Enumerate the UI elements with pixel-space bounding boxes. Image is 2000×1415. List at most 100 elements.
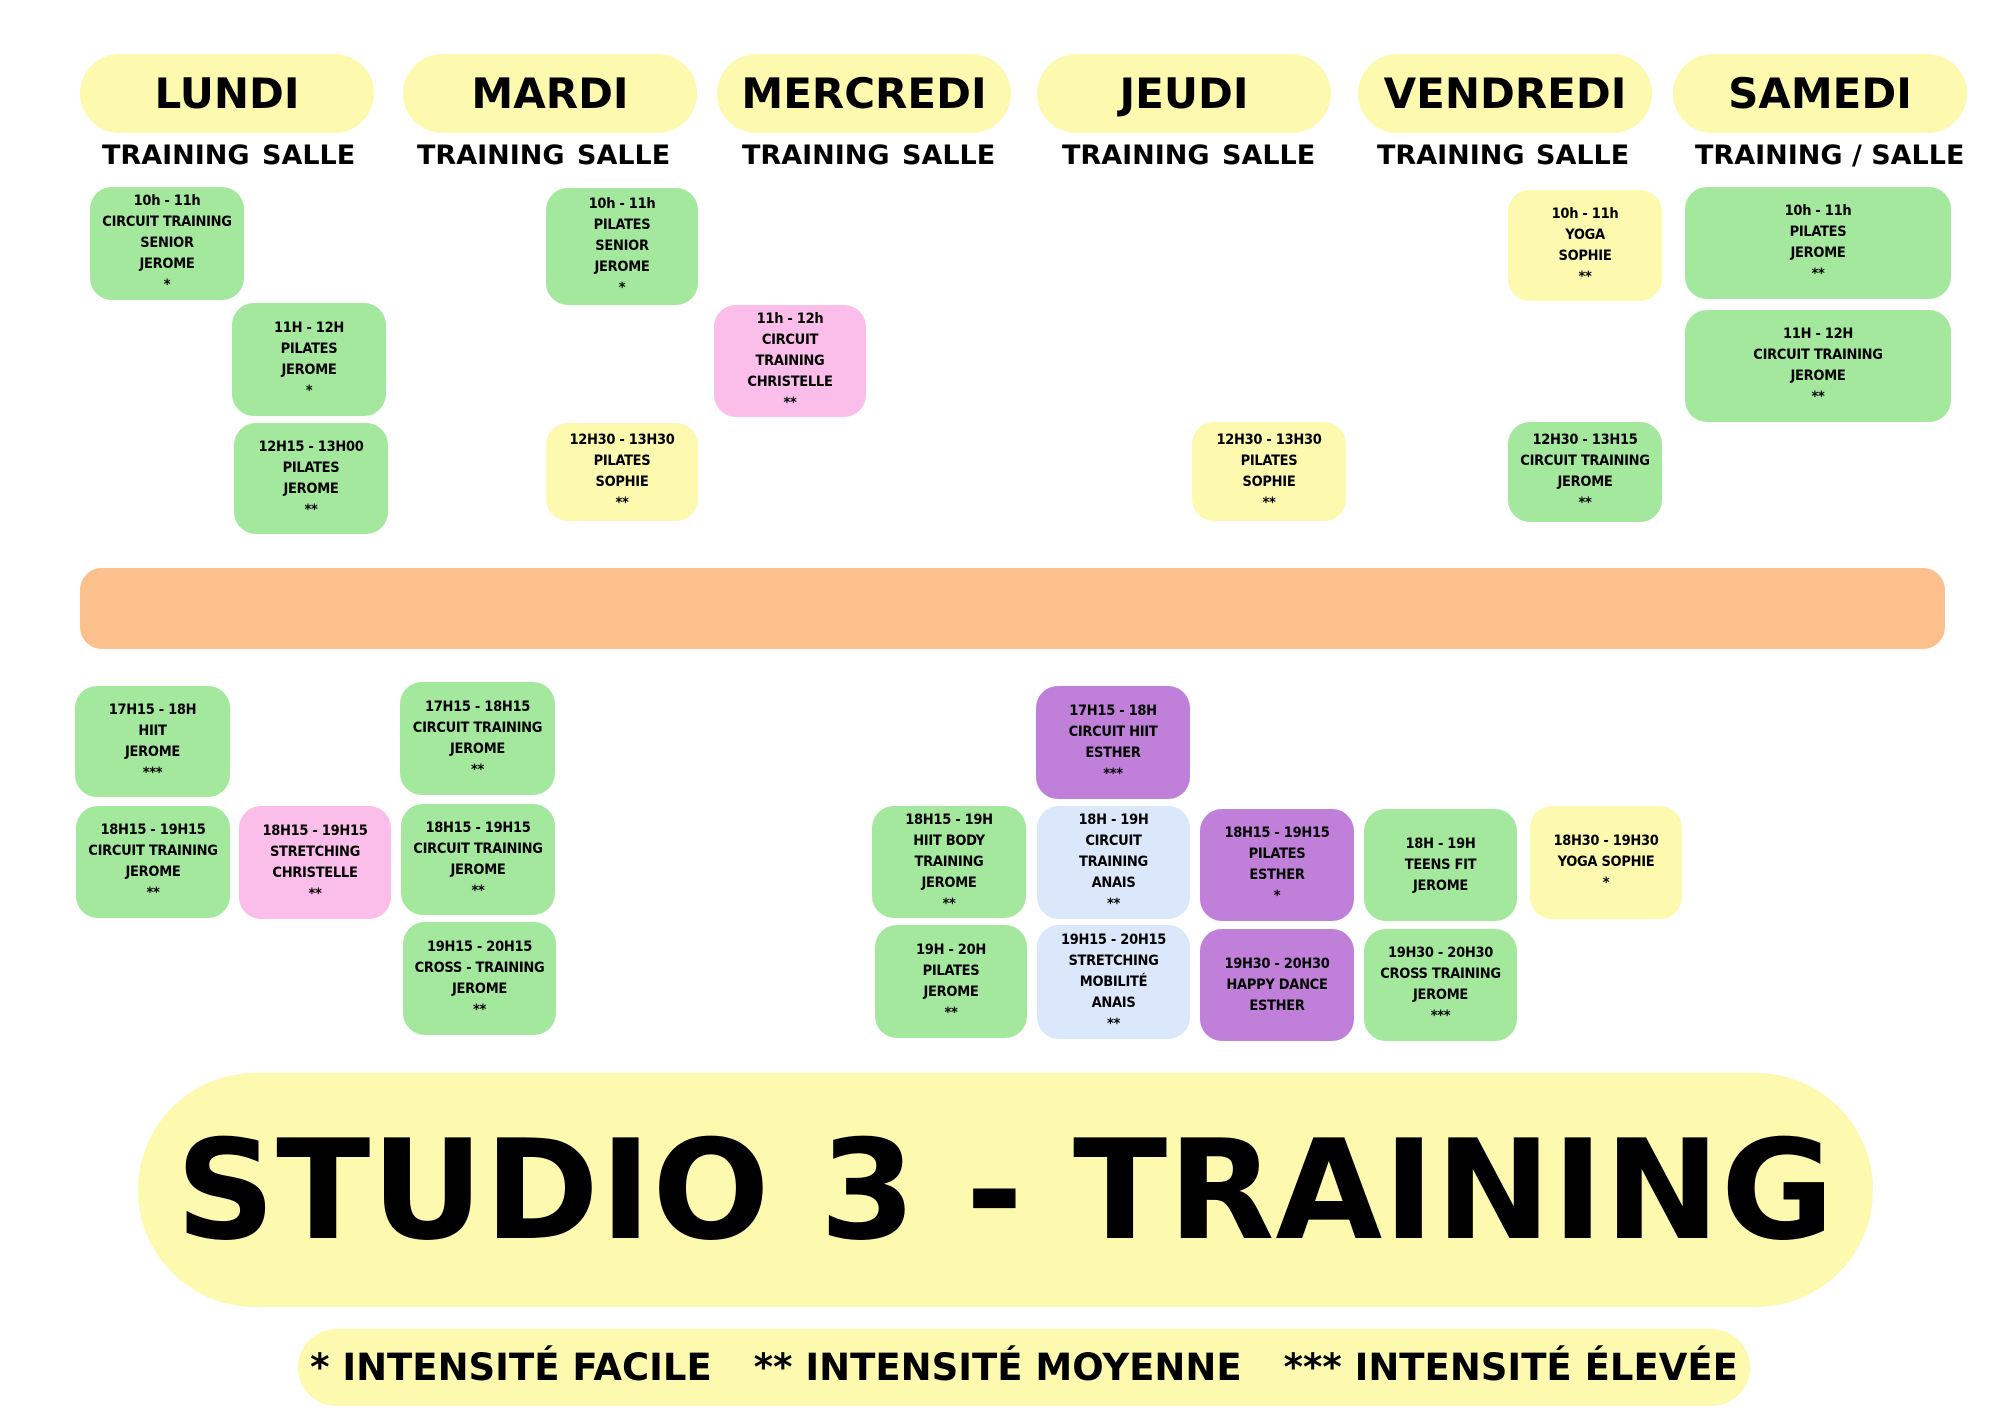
column-label-salle: SALLE	[262, 140, 356, 171]
class-time: 17H15 - 18H15	[424, 698, 531, 715]
class-info: PILATES	[593, 217, 651, 233]
day-header-jeudi: JEUDI	[1037, 54, 1331, 133]
class-intensity: *	[618, 280, 626, 296]
class-intensity: **	[1811, 266, 1825, 282]
class-intensity: **	[1578, 495, 1592, 511]
class-intensity: **	[471, 882, 485, 899]
class-intensity: *	[1273, 888, 1281, 904]
column-label-training: TRAINING	[742, 140, 890, 171]
class-info: JEROME	[450, 740, 505, 757]
class-info: CHRISTELLE	[747, 373, 833, 390]
class-info: ANAIS	[1091, 875, 1136, 891]
class-info: JEROME	[1413, 877, 1468, 894]
class-info: SOPHIE	[1242, 473, 1296, 490]
class-info: CROSS - TRAINING	[414, 959, 545, 976]
column-label-salle: SALLE	[577, 140, 671, 171]
class-intensity: **	[1106, 896, 1121, 912]
class-time: 18H30 - 19H30	[1553, 833, 1659, 849]
class-info: CROSS TRAINING	[1380, 966, 1501, 982]
class-info: STRETCHING	[269, 843, 361, 860]
midday-break-bar	[80, 568, 1945, 649]
class-time: 12H30 - 13H15	[1532, 432, 1638, 448]
class-info: MOBILITÉ	[1079, 973, 1148, 990]
class-intensity: **	[308, 885, 322, 902]
class-info: JEROME	[923, 983, 979, 1000]
class-intensity: *	[305, 382, 313, 399]
class-intensity: **	[944, 1004, 958, 1021]
day-header-mardi: MARDI	[403, 54, 697, 133]
class-time: 12H30 - 13H30	[1216, 431, 1322, 448]
class-time: 10h - 11h	[1784, 203, 1852, 219]
column-label-training: TRAINING	[1062, 140, 1210, 171]
class-time: 18H - 19H	[1078, 812, 1149, 828]
legend-medium: ** INTENSITÉ MOYENNE	[753, 1346, 1242, 1389]
class-time: 11h - 12h	[756, 310, 824, 327]
class-time: 12H30 - 13H30	[569, 432, 675, 448]
class-info: PILATES	[1248, 846, 1306, 862]
column-label-salle: SALLE	[902, 140, 996, 171]
class-time: 19H30 - 20H30	[1224, 955, 1330, 972]
class-intensity: ***	[1430, 1008, 1451, 1024]
class-info: JEROME	[125, 864, 181, 880]
class-time: 19H15 - 20H15	[1060, 931, 1167, 948]
class-intensity: **	[1262, 494, 1276, 511]
class-intensity: ***	[142, 764, 163, 781]
column-label-training-salle: TRAINING / SALLE	[1695, 140, 1965, 171]
class-info: CIRCUIT	[761, 331, 819, 348]
day-header-lundi: LUNDI	[80, 54, 374, 133]
class-info: JEROME	[283, 480, 339, 497]
class-info: SOPHIE	[1558, 247, 1612, 264]
class-time: 10h - 11h	[133, 193, 201, 209]
class-info: PILATES	[1240, 452, 1298, 469]
class-info: CIRCUIT TRAINING	[413, 840, 543, 857]
column-label-training: TRAINING	[417, 140, 565, 171]
class-card-samedi: 11H - 12H CIRCUIT TRAINING JEROME **	[1685, 310, 1951, 422]
class-time: 18H15 - 19H15	[100, 822, 206, 838]
day-header-vendredi: VENDREDI	[1358, 54, 1652, 133]
class-info: JEROME	[125, 743, 180, 760]
class-intensity: **	[1811, 389, 1825, 405]
class-time: 11H - 12H	[274, 319, 344, 336]
class-time: 12H15 - 13H00	[258, 438, 364, 455]
class-info: YOGA	[1565, 226, 1605, 243]
class-intensity: **	[942, 895, 956, 912]
class-time: 19H30 - 20H30	[1387, 945, 1494, 961]
class-info: JEROME	[594, 259, 650, 275]
class-info: TRAINING	[755, 352, 825, 369]
studio-title: STUDIO 3 - TRAINING	[138, 1073, 1873, 1307]
class-info: ESTHER	[1249, 867, 1305, 883]
class-info: STRETCHING	[1068, 952, 1159, 969]
class-info: YOGA SOPHIE	[1557, 854, 1655, 870]
intensity-legend: * INTENSITÉ FACILE ** INTENSITÉ MOYENNE …	[298, 1329, 1750, 1406]
class-info: PILATES	[282, 459, 340, 476]
day-header-samedi: SAMEDI	[1673, 54, 1967, 133]
class-intensity: **	[470, 761, 485, 778]
class-info: JEROME	[1790, 368, 1846, 384]
class-intensity: **	[1578, 268, 1592, 285]
class-info: CIRCUIT TRAINING	[88, 843, 218, 859]
class-info: SENIOR	[140, 235, 194, 251]
class-intensity: **	[1106, 1015, 1121, 1032]
class-info: CIRCUIT TRAINING	[1753, 347, 1883, 363]
class-info: CIRCUIT	[1085, 833, 1142, 849]
class-info: ESTHER	[1249, 997, 1305, 1014]
class-time: 11H - 12H	[1783, 326, 1853, 342]
legend-easy: * INTENSITÉ FACILE	[310, 1346, 712, 1389]
class-intensity: **	[304, 501, 318, 518]
